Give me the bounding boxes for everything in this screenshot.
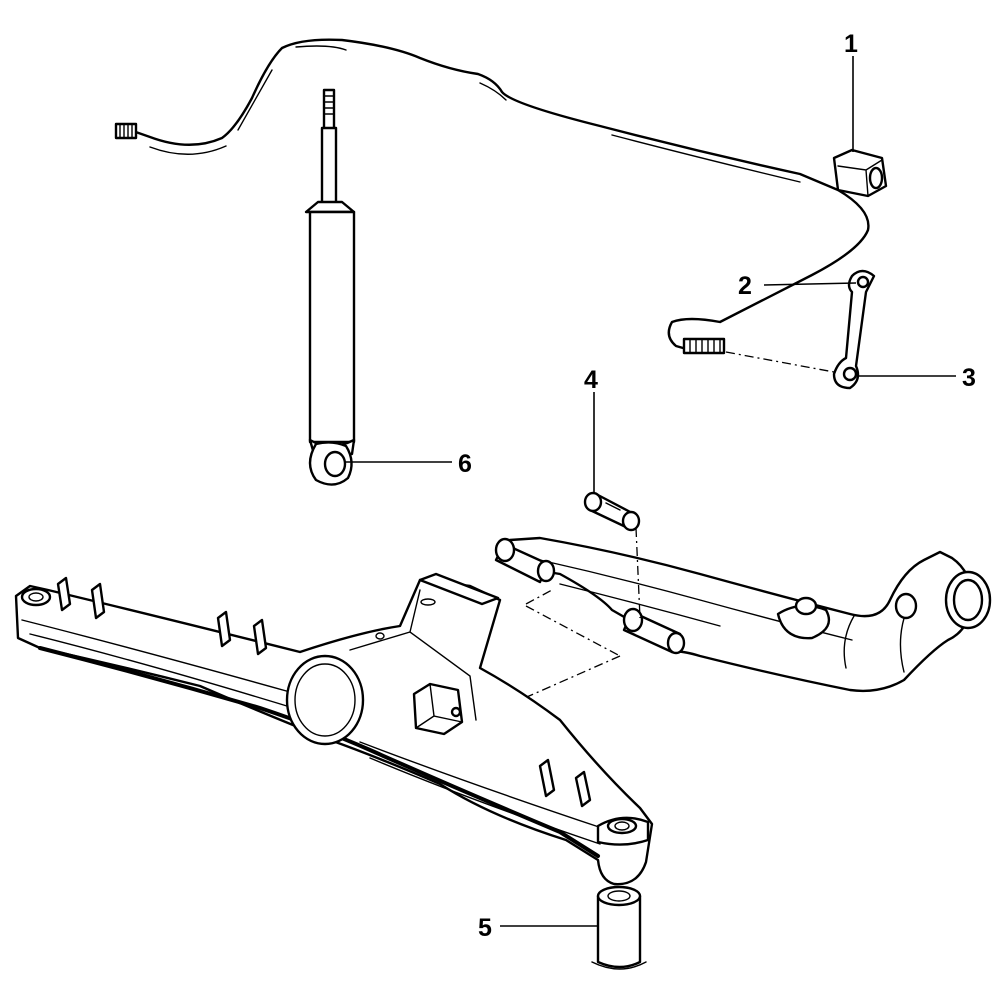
callout-3: 3 bbox=[962, 364, 976, 392]
arm-bushing-front bbox=[494, 537, 556, 584]
trailing-arm bbox=[494, 536, 992, 693]
callout-2-leader bbox=[763, 282, 857, 286]
callout-2: 2 bbox=[738, 272, 752, 300]
stabilizer-bar-threaded-end-left bbox=[114, 122, 138, 140]
stabilizer-link bbox=[832, 269, 876, 390]
arm-bushing-rear bbox=[622, 607, 686, 655]
callout-5: 5 bbox=[478, 914, 492, 942]
subframe-bushing bbox=[591, 885, 647, 970]
rubber-mount bbox=[832, 148, 888, 198]
rear-subframe bbox=[14, 572, 654, 886]
callout-6: 6 bbox=[458, 450, 472, 478]
bushing bbox=[583, 491, 641, 532]
shock-absorber bbox=[304, 88, 356, 486]
stabilizer-bar bbox=[114, 38, 870, 373]
callout-1: 1 bbox=[844, 30, 858, 58]
stabilizer-bar-threaded-end-right bbox=[682, 337, 726, 355]
mounting-brackets bbox=[56, 576, 592, 808]
callout-4: 4 bbox=[584, 366, 598, 394]
